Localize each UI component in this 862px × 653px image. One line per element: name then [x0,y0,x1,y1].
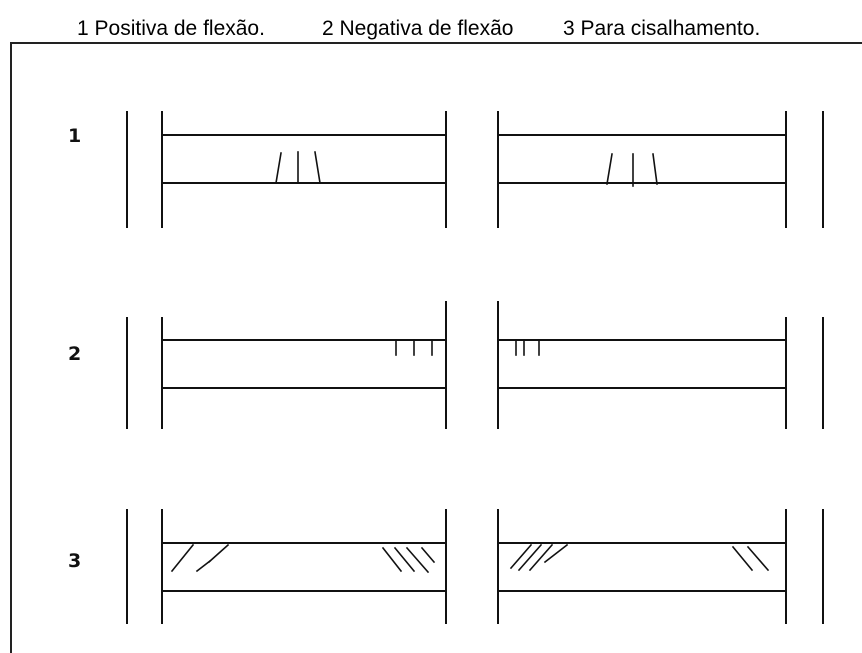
caption-negative-bending: 2 Negativa de flexão [322,17,514,40]
caption-line: 1 Positiva de flexão. 2 Negativa de flex… [0,14,862,44]
row-1-label: 1 [68,125,81,147]
row-2: 2 [68,301,824,429]
diagram-frame [10,42,862,653]
bending-cracks-midspan [275,151,658,187]
caption-positive-bending: 1 Positiva de flexão. [77,17,265,40]
caption-shear: 3 Para cisalhamento. [563,17,761,40]
row-3-label: 3 [68,550,81,572]
bending-cracks-support [395,339,540,356]
row-2-label: 2 [68,343,81,365]
shear-cracks [170,543,770,574]
row-1: 1 [68,111,824,228]
row-3: 3 [68,509,824,624]
